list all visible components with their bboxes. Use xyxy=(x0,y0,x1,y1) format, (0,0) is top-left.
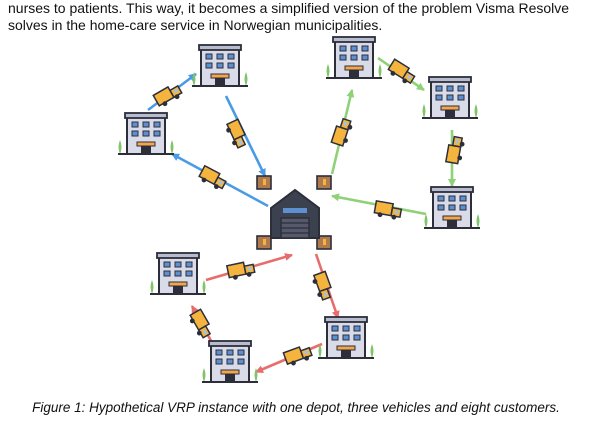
building-icon xyxy=(423,186,481,229)
package-icon xyxy=(316,235,332,250)
building-icon xyxy=(201,340,259,383)
vrp-diagram xyxy=(117,36,481,383)
building-icon xyxy=(149,252,207,295)
building-icon xyxy=(421,76,479,119)
truck-icon xyxy=(330,116,355,148)
truck-icon xyxy=(309,270,335,302)
package-icon xyxy=(256,235,272,250)
building-icon xyxy=(317,316,375,359)
truck-icon xyxy=(223,118,250,151)
truck-icon xyxy=(196,164,229,193)
intro-line-2: solves in the home-care service in Norwe… xyxy=(8,17,383,33)
truck-icon xyxy=(186,308,215,341)
intro-line-1: nurses to patients. This way, it becomes… xyxy=(8,0,570,16)
truck-icon xyxy=(226,259,257,282)
truck-icon xyxy=(445,135,467,166)
truck-icon xyxy=(282,343,314,369)
intro-paragraph: nurses to patients. This way, it becomes… xyxy=(8,0,588,34)
warehouse-icon xyxy=(256,175,332,250)
truck-icon xyxy=(372,200,403,222)
figure-caption: Figure 1: Hypothetical VRP instance with… xyxy=(32,400,560,415)
package-icon xyxy=(256,175,272,190)
building-icon xyxy=(117,112,175,155)
package-icon xyxy=(316,175,332,190)
route-blue-edge xyxy=(224,95,267,177)
building-icon xyxy=(191,44,249,87)
building-icon xyxy=(325,36,383,79)
